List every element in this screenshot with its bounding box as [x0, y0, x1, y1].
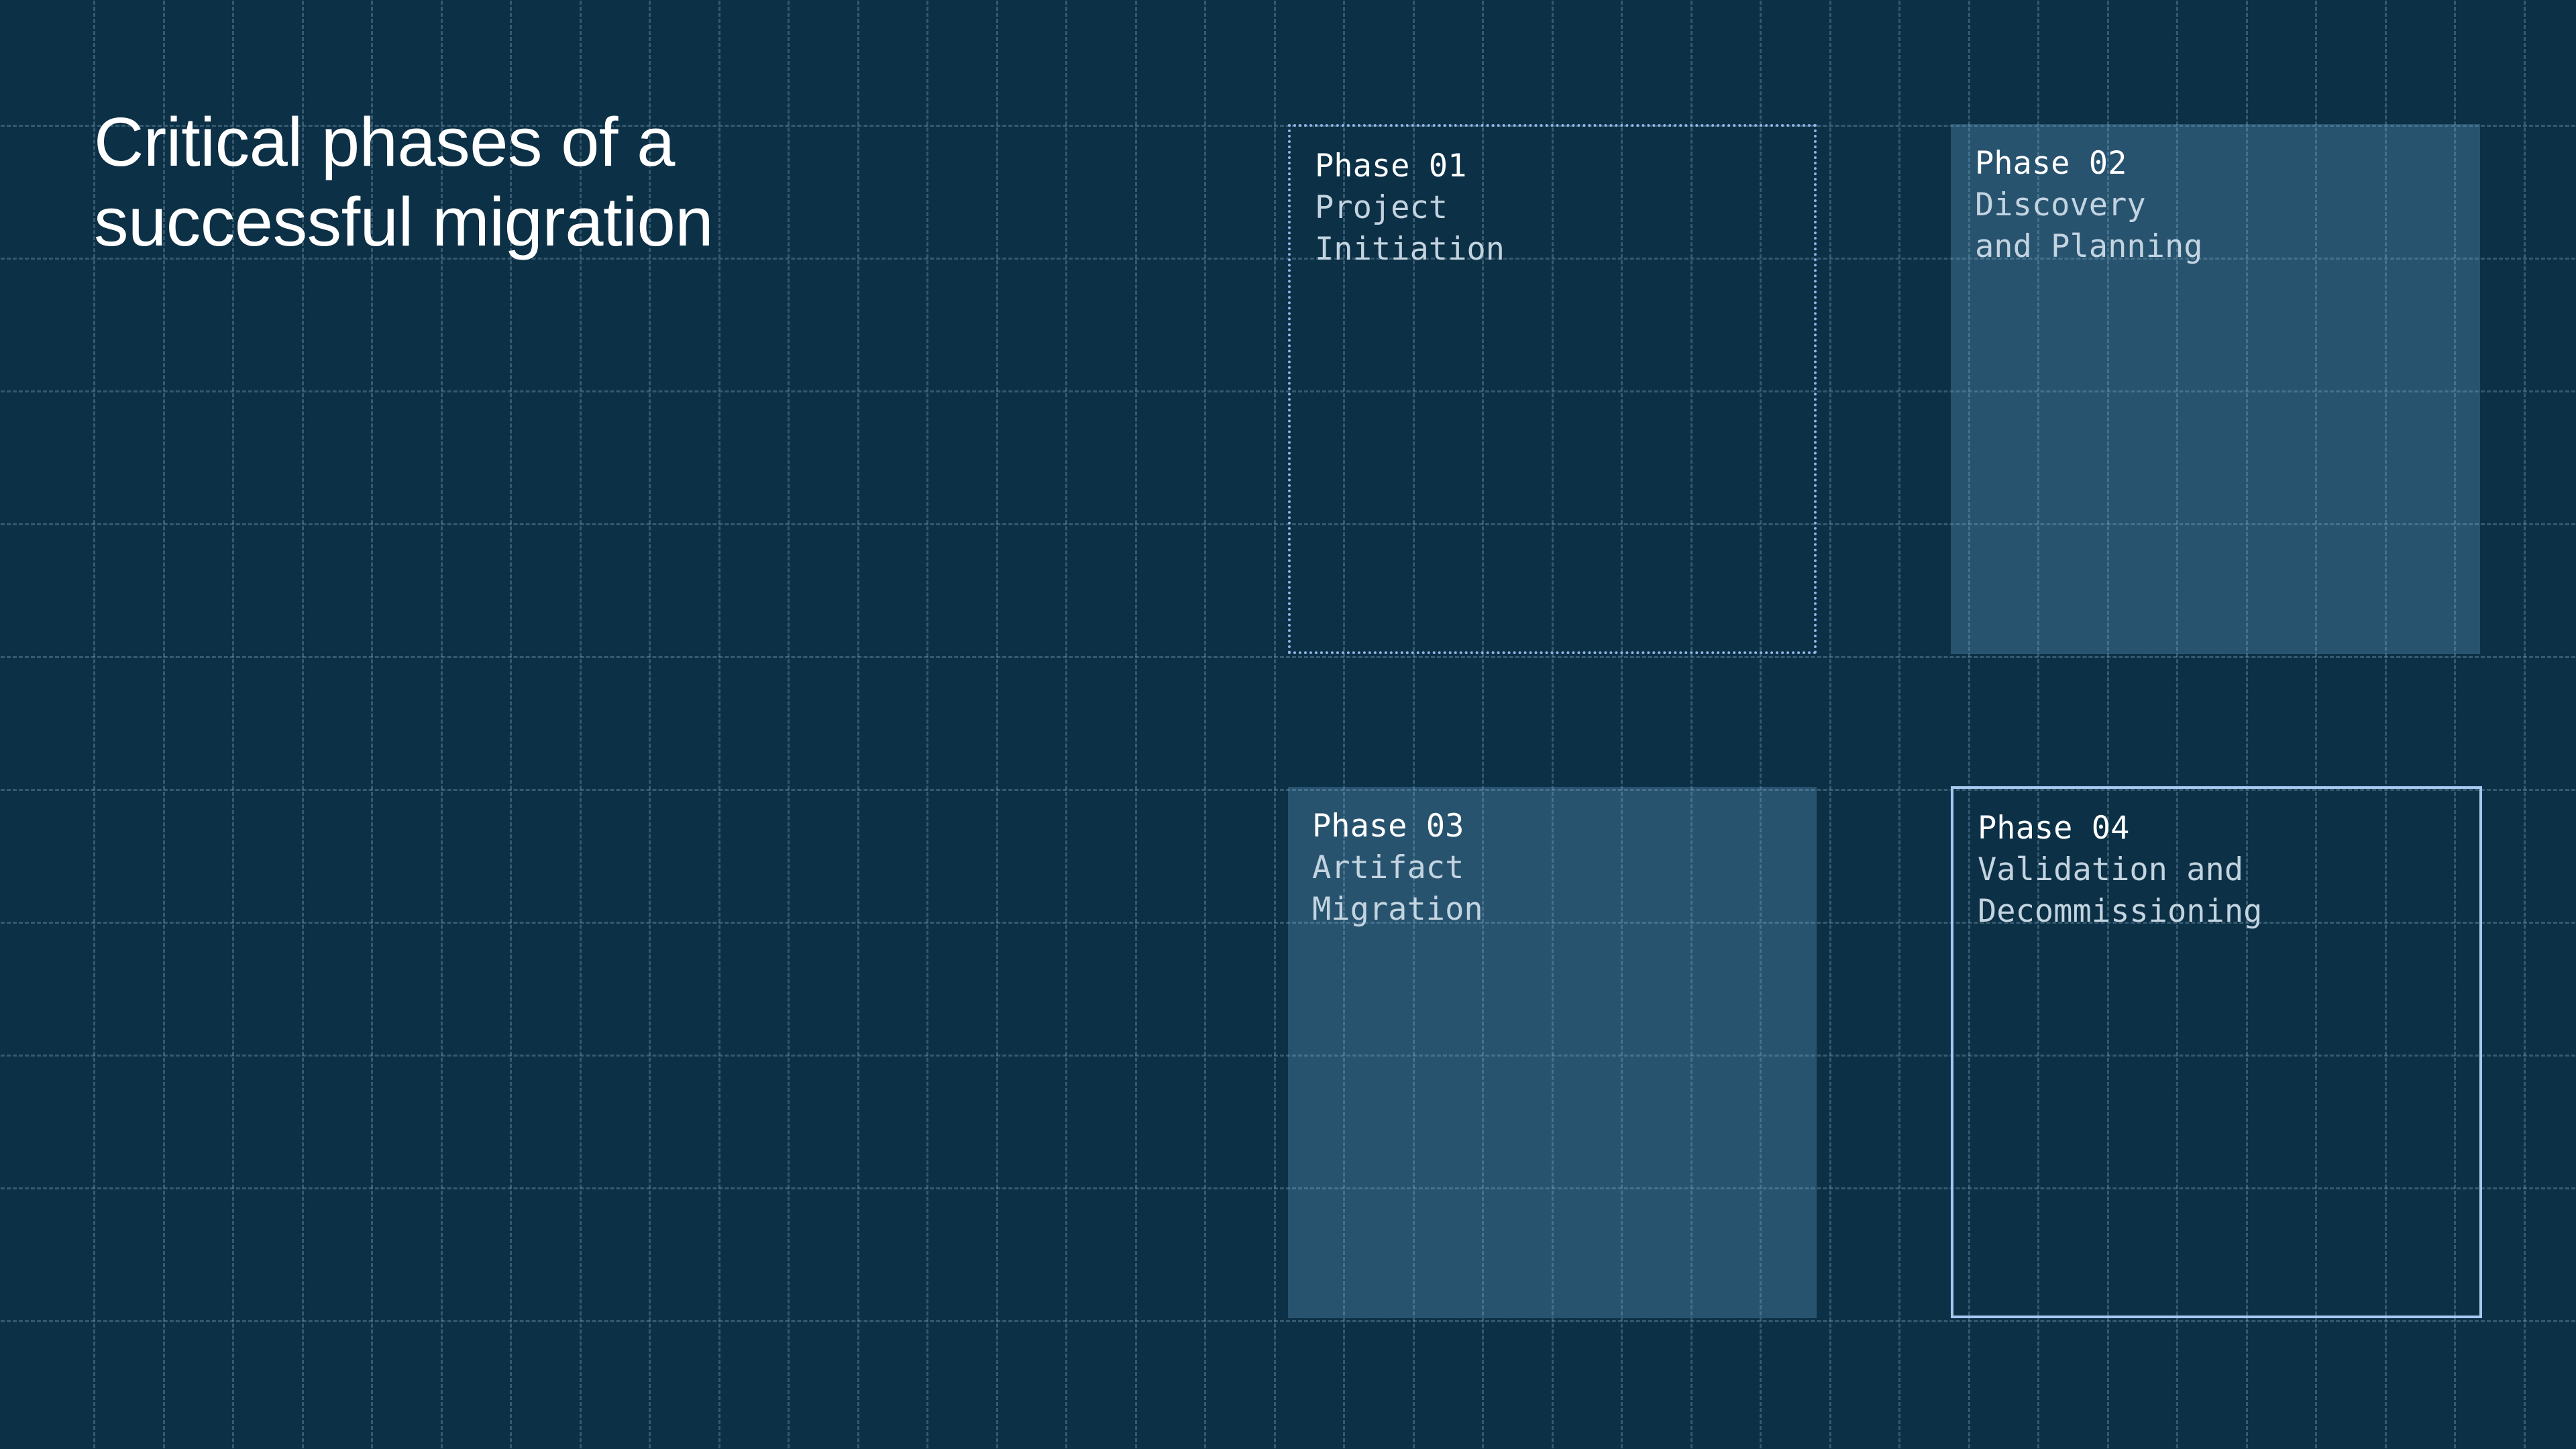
phase-name-label: Validation and Decommissioning	[1978, 851, 2263, 930]
title-line-2: successful migration	[94, 183, 714, 261]
phase-name-label: Project Initiation	[1315, 189, 1505, 268]
phase-name-label: Artifact Migration	[1312, 849, 1483, 928]
phase-card-1[interactable]: Phase 01 Project Initiation	[1288, 124, 1817, 654]
grid-line-vertical	[2523, 0, 2526, 1449]
phase-card-3[interactable]: Phase 03 Artifact Migration	[1288, 787, 1817, 1318]
grid-line-vertical	[1898, 0, 1900, 1449]
phase-number-label: Phase 01	[1315, 148, 1467, 184]
grid-line-vertical	[1204, 0, 1206, 1449]
grid-line-vertical	[1829, 0, 1831, 1449]
phase-number-label: Phase 02	[1975, 145, 2127, 182]
grid-line-vertical	[1273, 0, 1276, 1449]
phase-card-2[interactable]: Phase 02 Discovery and Planning	[1951, 124, 2480, 654]
grid-line-vertical	[1065, 0, 1067, 1449]
phase-card-4[interactable]: Phase 04 Validation and Decommissioning	[1951, 786, 2482, 1318]
title-line-1: Critical phases of a	[94, 103, 675, 180]
phase-name-label: Discovery and Planning	[1975, 186, 2203, 266]
phase-number-label: Phase 04	[1978, 810, 2130, 847]
grid-line-horizontal	[0, 1320, 2576, 1322]
grid-line-horizontal	[0, 656, 2576, 658]
grid-line-vertical	[1134, 0, 1137, 1449]
phase-number-label: Phase 03	[1312, 808, 1464, 845]
